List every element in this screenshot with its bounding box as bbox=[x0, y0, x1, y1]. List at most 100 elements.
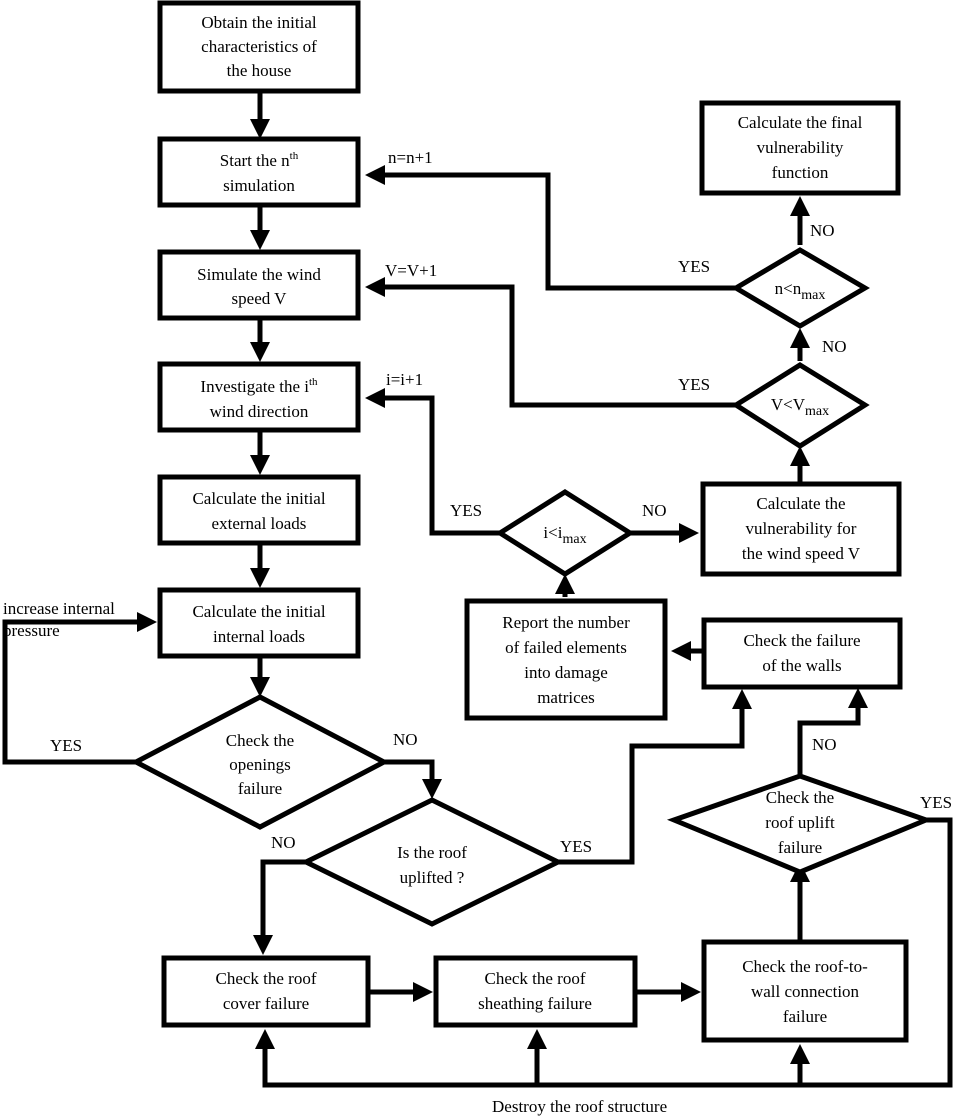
diamond-text-line: failure bbox=[238, 779, 282, 798]
box-check-roof-cover: Check the roof cover failure bbox=[161, 955, 371, 1028]
box-check-sheathing: Check the roof sheathing failure bbox=[433, 955, 638, 1028]
label-destroy-roof: Destroy the roof structure bbox=[492, 1097, 667, 1116]
arrow-ncheck-yes bbox=[365, 165, 736, 291]
box-text-line: characteristics of bbox=[201, 37, 317, 56]
label-yes: YES bbox=[678, 257, 710, 276]
diamond-roof-uplifted: Is the roof uplifted ? bbox=[300, 797, 564, 927]
box-final-vulnerability: Calculate the final vulnerability functi… bbox=[699, 100, 901, 196]
box-investigate-direction: Investigate the ith wind direction bbox=[157, 361, 361, 433]
arrow-uplifted-no bbox=[253, 859, 306, 955]
start-sim-text: Start the n bbox=[220, 151, 290, 170]
box-external-loads: Calculate the initial external loads bbox=[157, 474, 361, 546]
box-text-line: the wind speed V bbox=[742, 544, 861, 563]
label-yes: YES bbox=[678, 375, 710, 394]
diamond-text-line: Check the bbox=[226, 731, 294, 750]
arrow-openings-no bbox=[384, 759, 442, 799]
box-text-line: Calculate the initial bbox=[192, 489, 325, 508]
arrow-openings-yes-loop bbox=[2, 612, 157, 765]
box-report-failed-elements: Report the number of failed elements int… bbox=[464, 598, 668, 721]
label-no: NO bbox=[812, 735, 837, 754]
arrow-uplifted-yes bbox=[558, 689, 752, 865]
n-check-subscript: max bbox=[801, 288, 825, 303]
box-text-line: external loads bbox=[212, 514, 307, 533]
box-simulate-wind-speed: Simulate the wind speed V bbox=[157, 249, 361, 321]
box-obtain-characteristics: Obtain the initial characteristics of th… bbox=[157, 0, 361, 94]
diamond-text-line: i<imax bbox=[543, 523, 586, 547]
label-yes: YES bbox=[50, 736, 82, 755]
box-text-line: speed V bbox=[232, 289, 288, 308]
diamond-text-line: Check the bbox=[766, 788, 834, 807]
label-yes: YES bbox=[450, 501, 482, 520]
n-check-text: n<n bbox=[775, 279, 802, 298]
edge-labels: n=n+1 V=V+1 i=i+1 increase internal pres… bbox=[3, 148, 952, 1116]
box-text-line: vulnerability bbox=[757, 138, 844, 157]
box-text-line: Calculate the initial bbox=[192, 602, 325, 621]
connectors bbox=[2, 93, 953, 1088]
box-check-walls: Check the failure of the walls bbox=[701, 617, 903, 690]
box-text-line: vulnerability for bbox=[746, 519, 857, 538]
box-text-line: internal loads bbox=[213, 627, 305, 646]
box-text-line: simulation bbox=[223, 176, 295, 195]
arrow-vcheck-yes bbox=[365, 277, 736, 408]
diamond-check-openings: Check the openings failure bbox=[130, 694, 390, 830]
box-text-line: Calculate the final bbox=[738, 113, 863, 132]
label-no: NO bbox=[271, 833, 296, 852]
label-no: NO bbox=[822, 337, 847, 356]
arrow-uplift-yes-destroy bbox=[255, 817, 953, 1088]
diamond-v-check: V<Vmax bbox=[731, 362, 870, 449]
i-check-subscript: max bbox=[562, 532, 586, 547]
box-start-simulation: Start the nth simulation bbox=[157, 136, 361, 208]
box-text-line: into damage bbox=[524, 663, 608, 682]
label-no: NO bbox=[810, 221, 835, 240]
box-text-line: matrices bbox=[537, 688, 595, 707]
box-text-line: of the walls bbox=[762, 656, 841, 675]
box-text-line: wall connection bbox=[751, 982, 860, 1001]
label-i-increment: i=i+1 bbox=[386, 370, 423, 389]
box-text-line: Investigate the ith bbox=[200, 376, 318, 396]
box-text-line: Calculate the bbox=[756, 494, 845, 513]
box-check-connection: Check the roof-to- wall connection failu… bbox=[701, 939, 909, 1043]
box-text-line: cover failure bbox=[223, 994, 309, 1013]
box-text-line: Simulate the wind bbox=[197, 265, 321, 284]
diamond-i-check: i<imax bbox=[495, 489, 635, 577]
label-no: NO bbox=[393, 730, 418, 749]
arrow-uplift-no bbox=[797, 688, 868, 776]
diamond-text-line: failure bbox=[778, 838, 822, 857]
start-sim-superscript: th bbox=[290, 150, 299, 162]
diamond-text-line: uplifted ? bbox=[400, 868, 465, 887]
arrow-icheck-yes bbox=[365, 388, 500, 536]
box-text-line: Check the failure bbox=[743, 631, 860, 650]
diamond-text-line: n<nmax bbox=[775, 279, 826, 303]
box-internal-loads: Calculate the initial internal loads bbox=[157, 587, 361, 659]
label-v-increment: V=V+1 bbox=[385, 261, 437, 280]
label-yes: YES bbox=[920, 793, 952, 812]
box-text-line: Check the roof-to- bbox=[742, 957, 868, 976]
label-increase-pressure: pressure bbox=[3, 621, 60, 640]
label-no: NO bbox=[642, 501, 667, 520]
box-text-line: Obtain the initial bbox=[201, 13, 316, 32]
diamond-text-line: Is the roof bbox=[397, 843, 467, 862]
box-text-line: function bbox=[772, 163, 829, 182]
box-text-line: Check the roof bbox=[484, 969, 585, 988]
box-text-line: sheathing failure bbox=[478, 994, 592, 1013]
diamond-text-line: openings bbox=[229, 755, 290, 774]
v-check-text: V<V bbox=[771, 395, 806, 414]
box-text-line: Start the nth bbox=[220, 150, 299, 170]
box-text-line: of failed elements bbox=[505, 638, 627, 657]
label-increase-pressure: increase internal bbox=[3, 599, 115, 618]
i-check-text: i<i bbox=[543, 523, 562, 542]
diamond-text-line: V<Vmax bbox=[771, 395, 829, 419]
box-text-line: wind direction bbox=[210, 402, 309, 421]
v-check-subscript: max bbox=[805, 404, 829, 419]
box-text-line: Report the number bbox=[502, 613, 630, 632]
diamond-n-check: n<nmax bbox=[731, 247, 870, 329]
label-yes: YES bbox=[560, 837, 592, 856]
investigate-text: Investigate the i bbox=[200, 377, 309, 396]
diamond-text-line: roof uplift bbox=[765, 813, 835, 832]
box-text-line: failure bbox=[783, 1007, 827, 1026]
diamond-roof-uplift-failure: Check the roof uplift failure bbox=[666, 773, 934, 875]
box-text-line: the house bbox=[227, 61, 292, 80]
label-n-increment: n=n+1 bbox=[388, 148, 433, 167]
investigate-superscript: th bbox=[309, 376, 318, 388]
